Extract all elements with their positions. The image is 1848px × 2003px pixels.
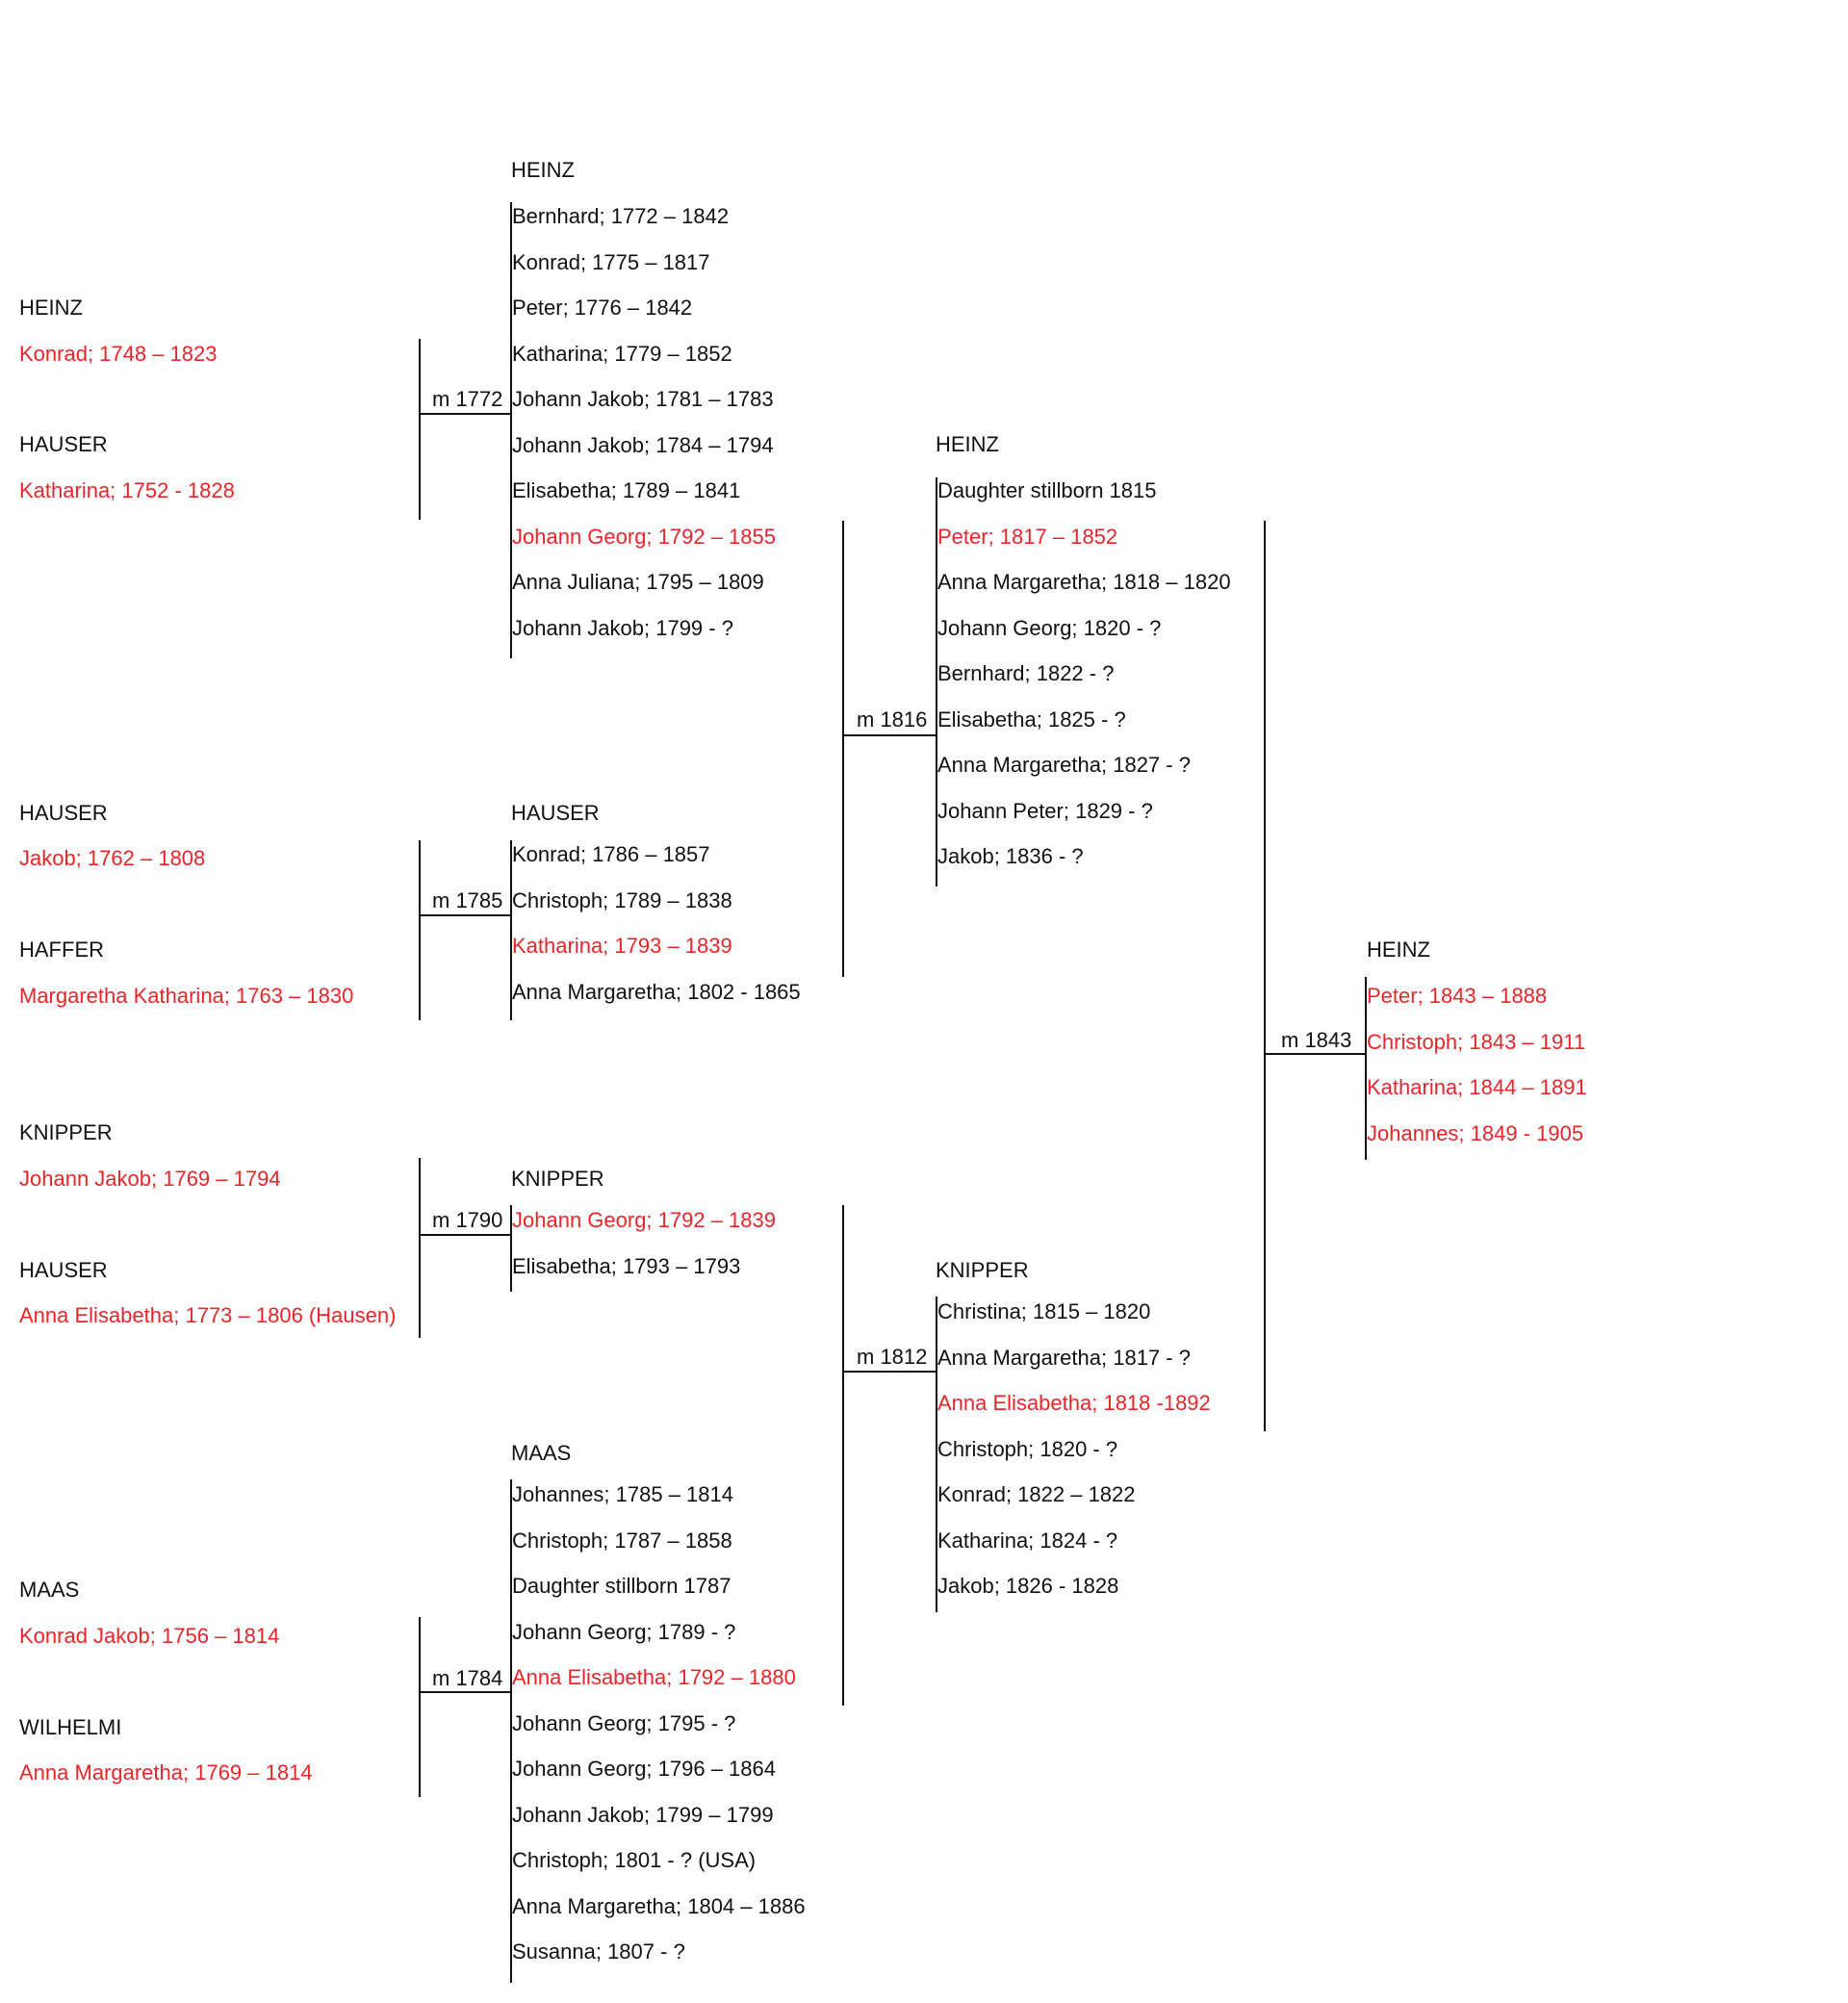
ancestor-person: Johann Jakob; 1769 – 1794	[19, 1167, 281, 1191]
marriage-label: m 1772	[432, 387, 503, 411]
child-entry: Johann Jakob; 1799 - ?	[512, 616, 733, 640]
child-entry: Anna Elisabetha; 1792 – 1880	[512, 1665, 796, 1689]
family-surname: HEINZ	[1367, 937, 1430, 962]
child-entry: Johann Georg; 1792 – 1855	[512, 525, 777, 549]
ancestor-person: Konrad; 1748 – 1823	[19, 342, 218, 366]
child-entry: Jakob; 1836 - ?	[937, 844, 1084, 868]
ancestor-person: Katharina; 1752 - 1828	[19, 478, 235, 502]
child-entry: Bernhard; 1772 – 1842	[512, 204, 730, 228]
child-entry: Anna Elisabetha; 1818 -1892	[937, 1391, 1211, 1415]
child-entry: Anna Margaretha; 1804 – 1886	[512, 1894, 806, 1918]
ancestor-surname: MAAS	[19, 1578, 80, 1602]
child-entry: Konrad; 1775 – 1817	[512, 250, 710, 274]
child-entry: Christina; 1815 – 1820	[937, 1299, 1151, 1323]
child-entry: Johann Georg; 1796 – 1864	[512, 1757, 777, 1781]
child-entry: Johann Peter; 1829 - ?	[937, 799, 1153, 823]
child-entry: Konrad; 1822 – 1822	[937, 1482, 1136, 1506]
child-entry: Elisabetha; 1825 - ?	[937, 707, 1126, 732]
family-surname: HEINZ	[511, 158, 575, 182]
ancestor-surname: HAUSER	[19, 801, 108, 825]
child-entry: Elisabetha; 1789 – 1841	[512, 478, 741, 502]
child-entry: Johannes; 1785 – 1814	[512, 1482, 733, 1506]
ancestor-person: Margaretha Katharina; 1763 – 1830	[19, 984, 354, 1008]
marriage-label: m 1790	[432, 1208, 503, 1232]
marriage-label: m 1816	[857, 707, 928, 732]
child-entry: Johann Georg; 1820 - ?	[937, 616, 1162, 640]
ancestor-person: Anna Elisabetha; 1773 – 1806 (Hausen)	[19, 1303, 397, 1327]
child-entry: Johann Georg; 1789 - ?	[512, 1620, 736, 1644]
ancestor-surname: WILHELMI	[19, 1715, 122, 1739]
child-entry: Anna Margaretha; 1802 - 1865	[512, 980, 801, 1004]
child-entry: Christoph; 1843 – 1911	[1367, 1030, 1586, 1054]
family-surname: KNIPPER	[936, 1258, 1029, 1282]
child-entry: Bernhard; 1822 - ?	[937, 661, 1115, 685]
child-entry: Johann Jakob; 1784 – 1794	[512, 433, 774, 457]
family-surname: MAAS	[511, 1441, 572, 1465]
child-entry: Johann Georg; 1792 – 1839	[512, 1208, 777, 1232]
child-entry: Anna Margaretha; 1818 – 1820	[937, 570, 1231, 594]
marriage-label: m 1812	[857, 1345, 928, 1369]
child-entry: Anna Margaretha; 1817 - ?	[937, 1346, 1191, 1370]
child-entry: Johann Jakob; 1799 – 1799	[512, 1803, 774, 1827]
child-entry: Elisabetha; 1793 – 1793	[512, 1254, 741, 1278]
child-entry: Konrad; 1786 – 1857	[512, 842, 710, 866]
child-entry: Christoph; 1820 - ?	[937, 1437, 1118, 1461]
child-entry: Anna Juliana; 1795 – 1809	[512, 570, 764, 594]
child-entry: Johann Jakob; 1781 – 1783	[512, 387, 774, 411]
child-entry: Daughter stillborn 1787	[512, 1574, 732, 1598]
child-entry: Katharina; 1793 – 1839	[512, 934, 732, 958]
family-surname: HEINZ	[936, 432, 999, 456]
ancestor-person: Konrad Jakob; 1756 – 1814	[19, 1624, 280, 1648]
marriage-label: m 1843	[1281, 1028, 1352, 1052]
child-entry: Jakob; 1826 - 1828	[937, 1574, 1119, 1598]
child-entry: Peter; 1776 – 1842	[512, 295, 693, 320]
ancestor-person: Jakob; 1762 – 1808	[19, 846, 206, 870]
marriage-label: m 1784	[432, 1666, 503, 1690]
child-entry: Susanna; 1807 - ?	[512, 1939, 685, 1964]
child-entry: Peter; 1843 – 1888	[1367, 984, 1548, 1008]
child-entry: Christoph; 1787 – 1858	[512, 1528, 732, 1553]
child-entry: Johann Georg; 1795 - ?	[512, 1711, 736, 1735]
child-entry: Katharina; 1844 – 1891	[1367, 1075, 1587, 1099]
child-entry: Katharina; 1824 - ?	[937, 1528, 1118, 1553]
child-entry: Johannes; 1849 - 1905	[1367, 1121, 1584, 1145]
ancestor-surname: HEINZ	[19, 295, 83, 320]
child-entry: Daughter stillborn 1815	[937, 478, 1157, 502]
ancestor-surname: HAUSER	[19, 432, 108, 456]
child-entry: Katharina; 1779 – 1852	[512, 342, 732, 366]
child-entry: Peter; 1817 – 1852	[937, 525, 1118, 549]
family-surname: HAUSER	[511, 801, 600, 825]
child-entry: Christoph; 1801 - ? (USA)	[512, 1848, 757, 1872]
child-entry: Anna Margaretha; 1827 - ?	[937, 753, 1191, 777]
ancestor-person: Anna Margaretha; 1769 – 1814	[19, 1760, 313, 1785]
ancestor-surname: HAUSER	[19, 1258, 108, 1282]
child-entry: Christoph; 1789 – 1838	[512, 888, 732, 912]
marriage-label: m 1785	[432, 888, 503, 912]
ancestor-surname: KNIPPER	[19, 1120, 113, 1144]
family-surname: KNIPPER	[511, 1167, 604, 1191]
ancestor-surname: HAFFER	[19, 937, 104, 962]
